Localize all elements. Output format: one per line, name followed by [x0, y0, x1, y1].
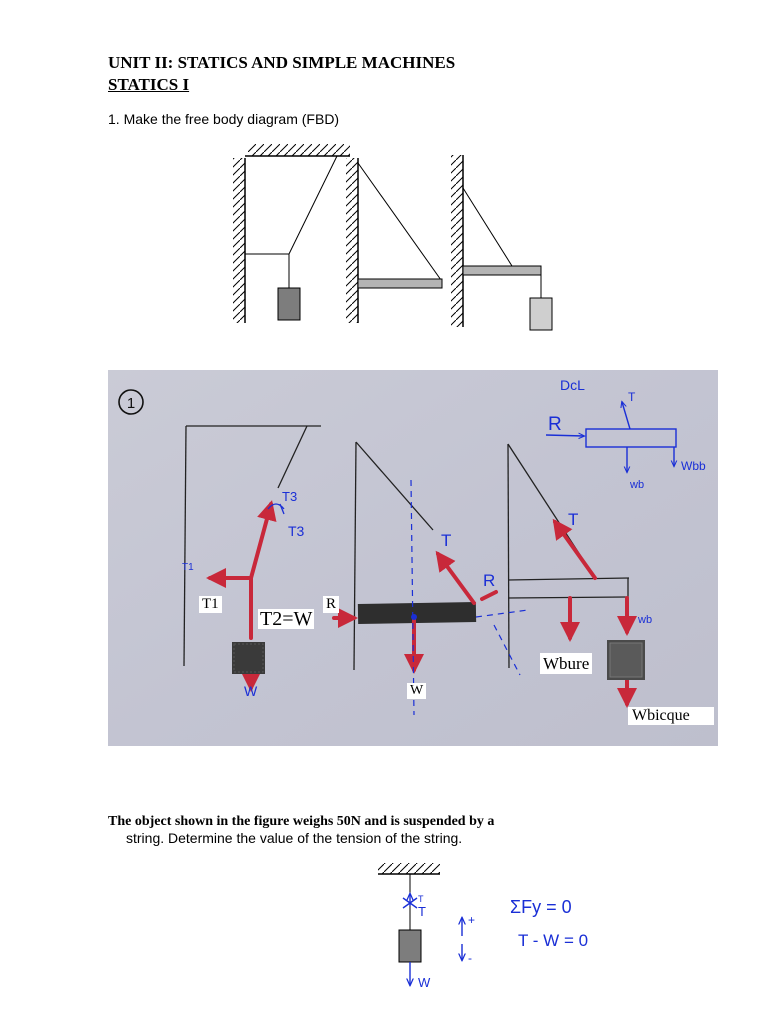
solution-minus: - — [468, 951, 472, 965]
handwritten-notes: DcL T R wb Wbb T3 T3 T1 W T R T wb — [182, 377, 706, 699]
setup-3 — [451, 155, 553, 331]
label-wbicque: Wbicque — [628, 707, 714, 725]
label-wbure: Wbure — [540, 653, 593, 674]
hw-t-mid: T — [441, 531, 451, 550]
hw-wb: wb — [629, 479, 644, 491]
hw-t3a: T3 — [282, 489, 297, 504]
setup-1 — [233, 144, 350, 323]
question-2: The object shown in the figure weighs 50… — [108, 813, 548, 847]
photo-block-1 — [232, 642, 265, 674]
photo-beam-2 — [357, 601, 477, 625]
hw-w-left: W — [244, 683, 258, 699]
ceiling-hatch-1 — [248, 144, 350, 156]
beam-2 — [357, 278, 443, 289]
label-t1: T1 — [199, 596, 222, 613]
question-2-line-2: string. Determine the value of the tensi… — [126, 830, 463, 846]
circled-number: 1 — [127, 395, 135, 412]
setup-2 — [346, 158, 443, 323]
solution-w-label: W — [418, 975, 431, 990]
hw-t3b: T3 — [288, 523, 305, 539]
hw-dcl: DcL — [560, 377, 585, 393]
ceiling-hatch-2 — [378, 863, 440, 874]
label-r: R — [323, 596, 340, 613]
unit-title: UNIT II: STATICS AND SIMPLE MACHINES — [108, 53, 456, 72]
solution-equation-2: T - W = 0 — [518, 931, 588, 950]
question-2-line-1: The object shown in the figure weighs 50… — [108, 814, 495, 829]
solution-t-small: T — [418, 894, 424, 904]
hw-wbb: Wbb — [681, 459, 706, 473]
hw-wb-right: wb — [637, 614, 652, 626]
beam-3 — [462, 265, 542, 276]
hw-r-mid: R — [483, 571, 495, 590]
hw-t-right: T — [568, 510, 578, 529]
hw-t-top: T — [628, 390, 636, 404]
wall-hatch-2 — [346, 158, 358, 323]
solution-t-label: T — [418, 904, 426, 919]
hanging-block-3 — [529, 297, 553, 331]
label-w: W — [407, 683, 427, 699]
wall-hatch-3 — [451, 155, 463, 327]
wall-hatch-1 — [233, 158, 245, 323]
hanging-block-1 — [277, 287, 301, 321]
solution-plus: + — [468, 913, 475, 927]
question-1-text: 1. Make the free body diagram (FBD) — [108, 111, 340, 127]
hw-t1-small: T1 — [182, 562, 194, 573]
section-title-text: STATICS I — [108, 75, 190, 94]
section-title: STATICS I — [108, 75, 211, 95]
statics-figure — [233, 144, 553, 331]
hw-r-top: R — [548, 414, 562, 435]
solution-equation-1: ΣFy = 0 — [510, 897, 572, 917]
hanging-block-2 — [398, 929, 422, 963]
label-t2-equals-w: T2=W — [258, 608, 315, 630]
